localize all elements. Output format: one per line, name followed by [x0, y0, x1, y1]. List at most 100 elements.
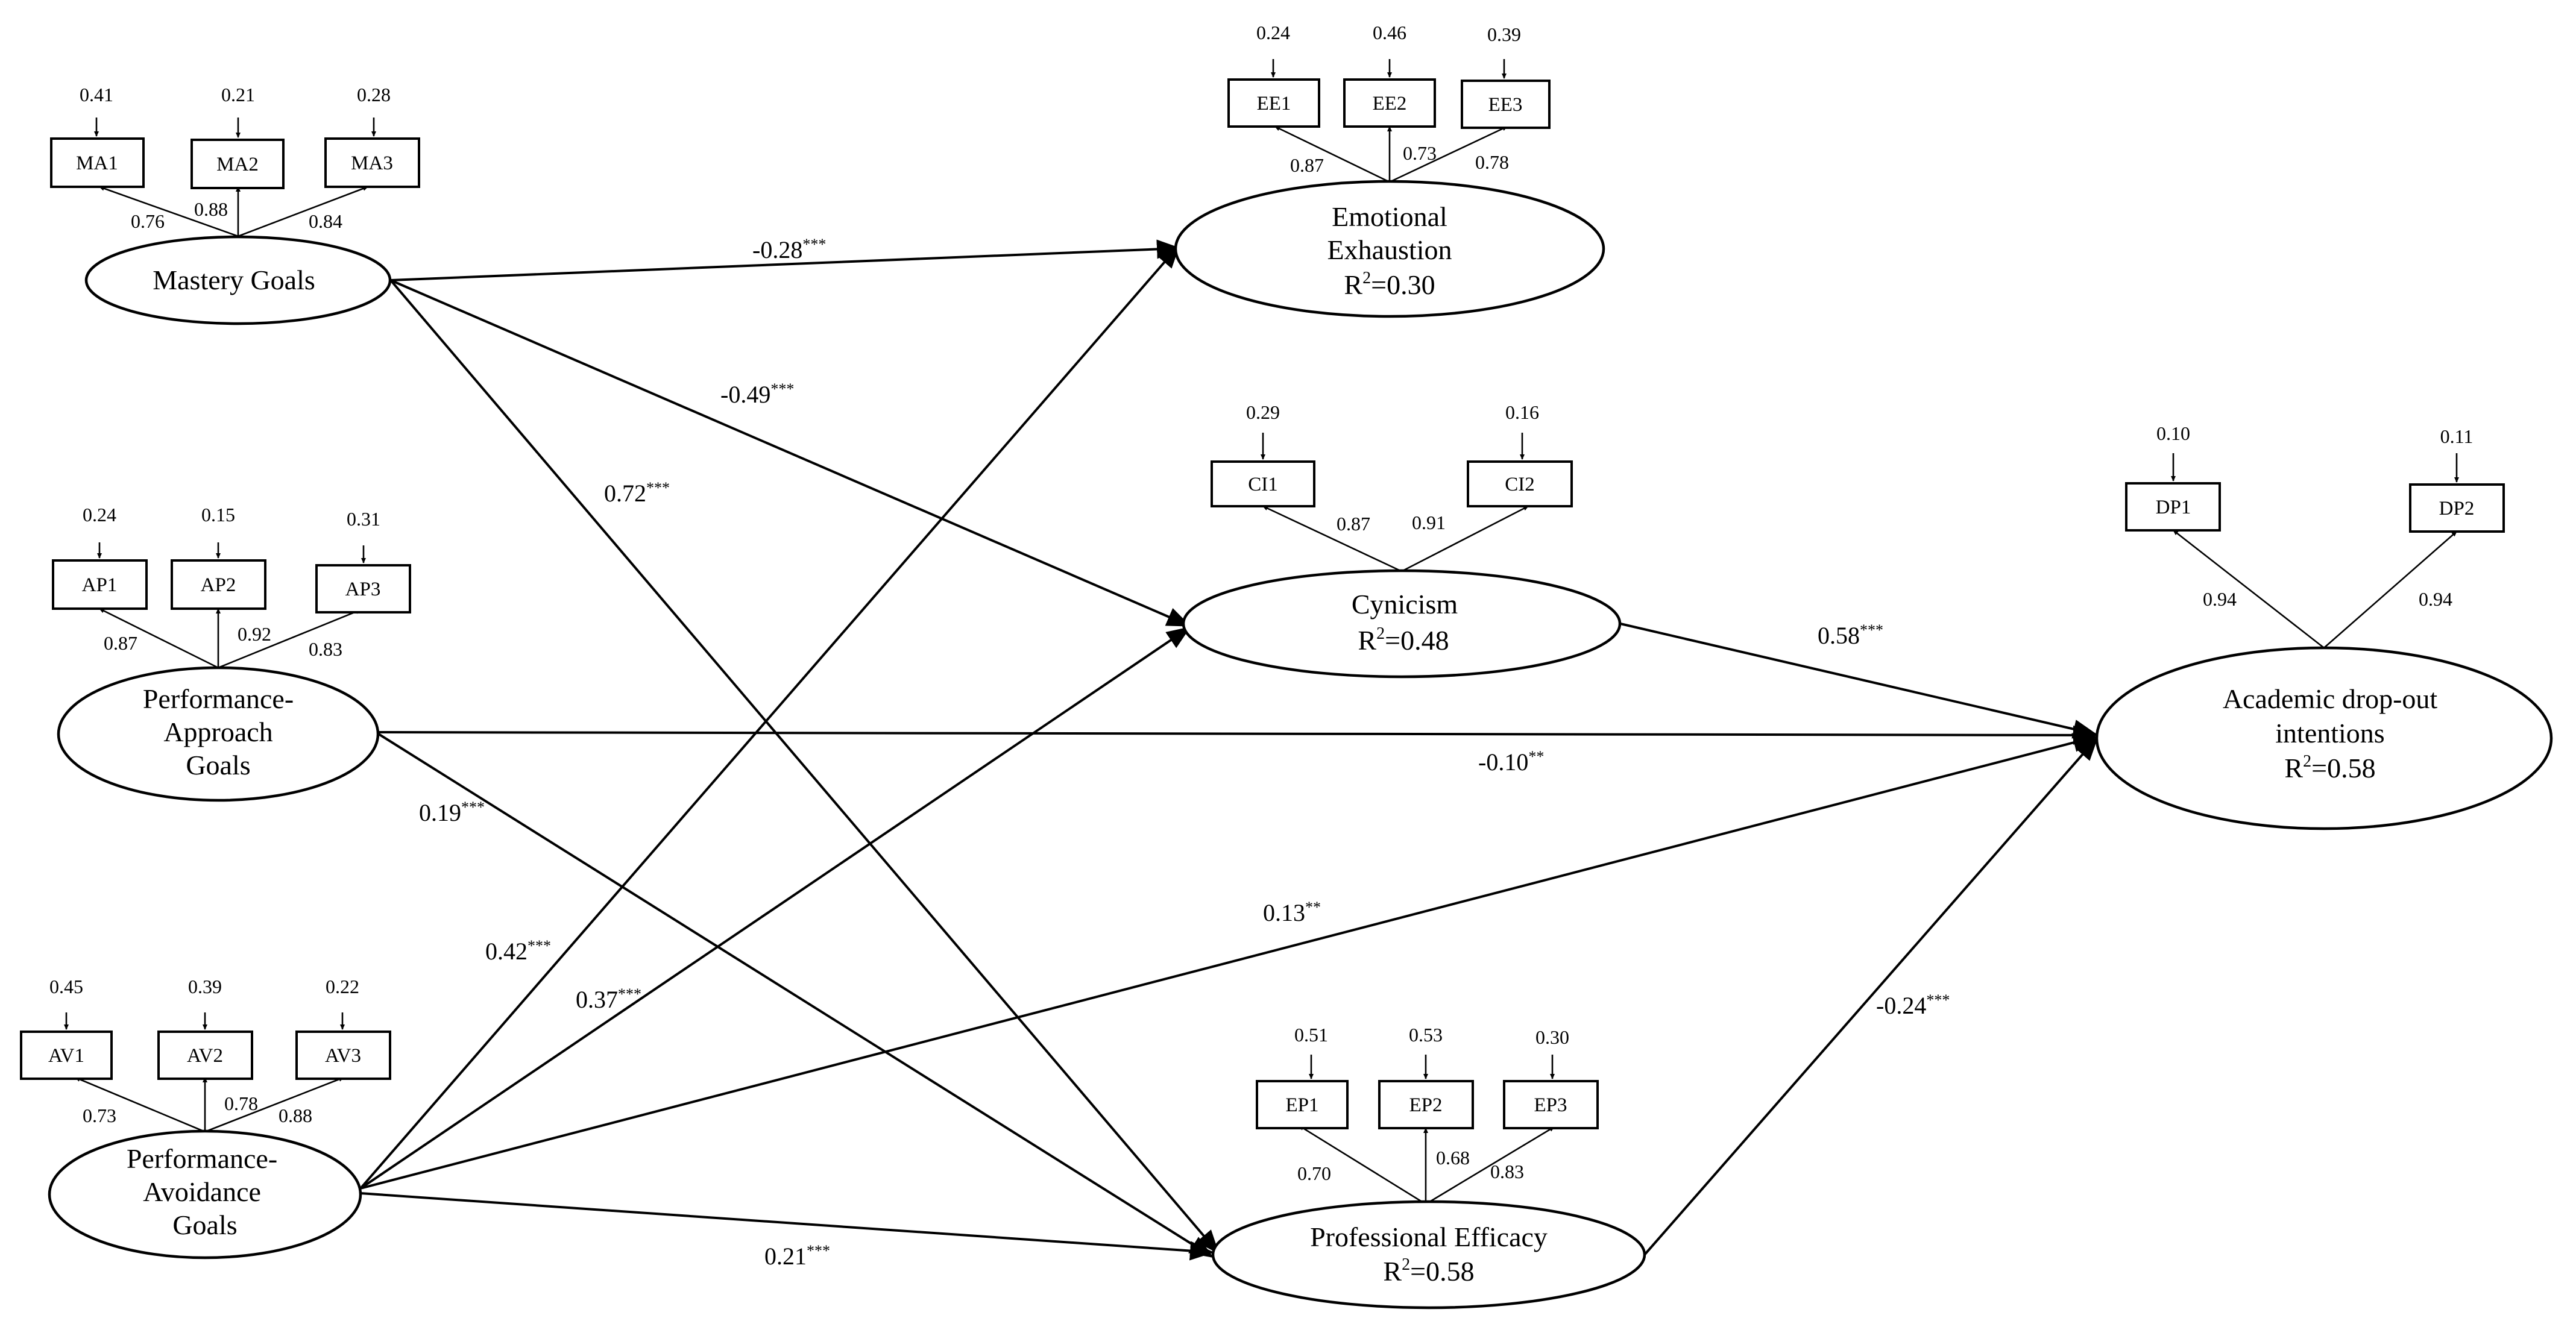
loading-line-ep1: [1299, 1125, 1426, 1205]
error-ep2: 0.53: [1409, 1024, 1443, 1046]
error-ci1: 0.29: [1246, 401, 1280, 423]
latent-emotional-exhaustion: Emotional Exhaustion R2=0.30: [1174, 180, 1605, 318]
svg-text:Performance-: Performance-: [127, 1143, 277, 1174]
loading-ci2: 0.91: [1412, 512, 1446, 533]
loading-line-ci2: [1401, 505, 1529, 573]
svg-text:Academic drop-out: Academic drop-out: [2223, 683, 2438, 714]
coef-approach-efficacy: 0.19***: [419, 798, 485, 826]
error-ci2: 0.16: [1505, 401, 1539, 423]
loading-av2: 0.78: [224, 1093, 258, 1114]
svg-text:Goals: Goals: [186, 750, 250, 780]
indicator-dp2: DP2: [2409, 483, 2505, 533]
svg-text:EP1: EP1: [1285, 1094, 1318, 1116]
indicator-ci2: CI2: [1467, 460, 1573, 507]
svg-text:Exhaustion: Exhaustion: [1327, 234, 1452, 265]
coef-approach-dropout: -0.10**: [1478, 748, 1544, 776]
loading-av1: 0.73: [83, 1105, 116, 1126]
coef-efficacy-dropout: -0.24***: [1876, 991, 1950, 1019]
loading-ma1: 0.76: [131, 210, 165, 232]
svg-text:R2=0.58: R2=0.58: [2284, 752, 2375, 783]
svg-text:Cynicism: Cynicism: [1352, 589, 1458, 620]
loading-ep1: 0.70: [1297, 1162, 1331, 1184]
loading-line-ep3: [1425, 1126, 1555, 1205]
path-mastery-to-exhaustion: [390, 239, 1181, 281]
latent-performance-avoidance: Performance- Avoidance Goals: [48, 1129, 362, 1260]
latent-mastery-goals: Mastery Goals: [84, 235, 392, 325]
svg-text:AV3: AV3: [325, 1045, 361, 1067]
svg-text:DP2: DP2: [2439, 498, 2475, 519]
error-ee1: 0.24: [1256, 22, 1290, 43]
path-coefficients: -0.28*** -0.49*** 0.72*** 0.58*** -0.10*…: [419, 236, 1950, 1270]
indicator-ee1: EE1: [1227, 78, 1320, 128]
svg-text:Mastery Goals: Mastery Goals: [153, 265, 315, 295]
svg-text:EP3: EP3: [1534, 1094, 1567, 1116]
loading-line-ap3: [218, 609, 361, 669]
indicator-av1: AV1: [20, 1031, 113, 1080]
indicator-ee2: EE2: [1343, 78, 1436, 128]
loading-line-av3: [204, 1076, 344, 1133]
indicator-ma1: MA1: [50, 137, 145, 188]
indicator-ci1: CI1: [1211, 460, 1315, 507]
error-av2: 0.39: [188, 976, 222, 997]
structural-paths: [359, 239, 2099, 1261]
path-avoidance-to-exhaustion: [359, 243, 1180, 1190]
svg-text:EP2: EP2: [1409, 1094, 1442, 1116]
loading-ap1: 0.87: [104, 632, 137, 654]
svg-text:AP3: AP3: [345, 579, 381, 600]
svg-text:CI1: CI1: [1248, 474, 1278, 495]
svg-text:AP1: AP1: [82, 574, 118, 596]
error-ap1: 0.24: [83, 504, 116, 526]
indicator-ap1: AP1: [52, 559, 148, 610]
error-ep1: 0.51: [1294, 1024, 1328, 1046]
loading-ap2: 0.92: [238, 623, 271, 645]
svg-text:R2=0.58: R2=0.58: [1383, 1255, 1474, 1287]
svg-text:Emotional: Emotional: [1332, 201, 1447, 232]
svg-text:R2=0.30: R2=0.30: [1344, 269, 1435, 300]
svg-text:intentions: intentions: [2275, 718, 2384, 748]
svg-text:Performance-: Performance-: [143, 683, 294, 714]
factor-loadings: 0.76 0.88 0.84 0.87 0.92 0.83 0.73 0.78 …: [83, 142, 2452, 1184]
loading-ee2: 0.73: [1403, 142, 1437, 164]
path-mastery-to-efficacy: [389, 279, 1220, 1255]
svg-text:EE3: EE3: [1488, 94, 1523, 116]
error-av1: 0.45: [49, 976, 83, 997]
indicator-av2: AV2: [157, 1031, 253, 1080]
svg-text:Goals: Goals: [172, 1209, 237, 1240]
path-cynicism-to-dropout: [1620, 623, 2097, 739]
path-avoidance-to-efficacy: [360, 1192, 1214, 1261]
loading-ci1: 0.87: [1337, 513, 1370, 535]
indicator-ep2: EP2: [1378, 1080, 1474, 1129]
coef-mastery-efficacy: 0.72***: [604, 479, 670, 507]
error-ap3: 0.31: [347, 508, 380, 530]
error-ma3: 0.28: [357, 84, 391, 105]
indicator-dp1: DP1: [2125, 482, 2221, 532]
coef-mastery-exhaustion: -0.28***: [752, 236, 826, 263]
error-av3: 0.22: [326, 976, 359, 997]
error-ee2: 0.46: [1373, 22, 1406, 43]
coef-avoidance-exhaustion: 0.42***: [485, 937, 551, 965]
loading-dp1: 0.94: [2203, 588, 2237, 610]
loading-line-ee1: [1274, 125, 1390, 183]
latent-cynicism: Cynicism R2=0.48: [1182, 569, 1622, 679]
path-avoidance-to-dropout: [360, 733, 2097, 1190]
loading-av3: 0.88: [279, 1105, 312, 1126]
indicator-ap2: AP2: [171, 559, 266, 610]
error-ma2: 0.21: [221, 84, 255, 105]
coef-avoidance-cynicism: 0.37***: [576, 985, 641, 1013]
coef-cynicism-dropout: 0.58***: [1818, 621, 1883, 649]
svg-text:AV1: AV1: [48, 1045, 84, 1067]
error-ap2: 0.15: [201, 504, 235, 526]
latent-academic-dropout: Academic drop-out intentions R2=0.58: [2095, 646, 2553, 830]
error-variances: 0.41 0.21 0.28 0.24 0.15 0.31 0.45 0.39 …: [49, 22, 2473, 1048]
loading-ep3: 0.83: [1490, 1161, 1524, 1182]
svg-text:CI2: CI2: [1505, 474, 1535, 495]
loading-ap3: 0.83: [309, 638, 342, 660]
loading-ma3: 0.84: [309, 210, 342, 232]
error-dp2: 0.11: [2440, 425, 2474, 447]
loading-line-dp1: [2173, 529, 2325, 649]
coef-mastery-cynicism: -0.49***: [720, 380, 794, 408]
latent-performance-approach: Performance- Approach Goals: [57, 666, 380, 802]
loading-line-ci1: [1262, 505, 1402, 573]
svg-text:DP1: DP1: [2156, 497, 2191, 518]
error-ma1: 0.41: [80, 84, 113, 105]
